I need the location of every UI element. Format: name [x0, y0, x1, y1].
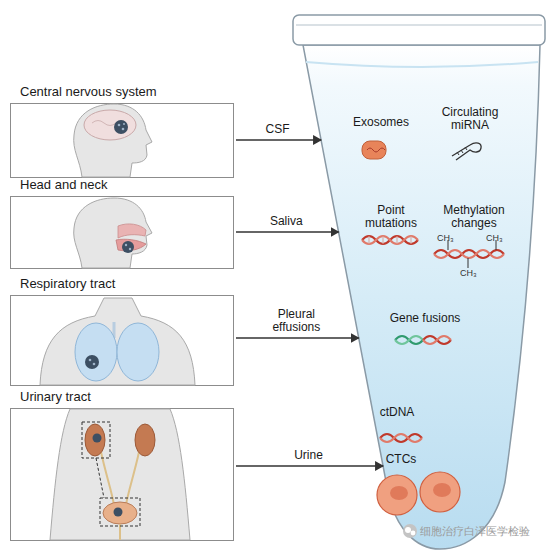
analyte-label: ctDNA [372, 406, 422, 419]
liquid-surface [306, 62, 538, 67]
organ-panel: Respiratory tract [10, 295, 234, 386]
analyte-label: CTCs [378, 453, 424, 466]
analyte-label: Point mutations [356, 204, 426, 230]
analyte-label: Methylation changes [434, 204, 514, 230]
flow-arrow [236, 231, 339, 232]
analyte-label: Gene fusions [385, 312, 465, 325]
panel-heading: Head and neck [20, 177, 107, 192]
methyl-group-label: CH₃ [460, 268, 477, 278]
panel-heading: Central nervous system [20, 84, 157, 99]
fluid-label: Pleural effusions [263, 308, 329, 334]
analyte-label: Exosomes [346, 116, 416, 129]
tube-rim-line [296, 25, 542, 26]
methyl-group-label: CH₃ [437, 233, 454, 243]
flow-arrow [236, 139, 321, 140]
tube-body [303, 45, 540, 549]
panel-heading: Respiratory tract [20, 276, 115, 291]
flow-arrow [236, 337, 359, 338]
fluid-label: CSF [238, 123, 318, 136]
flow-arrow [236, 465, 383, 466]
organ-panel: Urinary tract [10, 408, 234, 541]
watermark-text: 细胞治疗白泽医学检验 [420, 524, 530, 539]
tube-outline [290, 12, 548, 552]
organ-panel: Head and neck [10, 196, 234, 269]
organ-panel: Central nervous system [10, 103, 234, 178]
fluid-label: Saliva [246, 215, 326, 228]
fluid-label: Urine [269, 449, 349, 462]
collection-tube: Exosomes Circulating miRNA Point mutations… [290, 12, 548, 552]
tube-rim [293, 15, 545, 45]
methyl-group-label: CH₃ [486, 233, 503, 243]
panel-heading: Urinary tract [20, 389, 91, 404]
analyte-label: Circulating miRNA [430, 106, 510, 132]
